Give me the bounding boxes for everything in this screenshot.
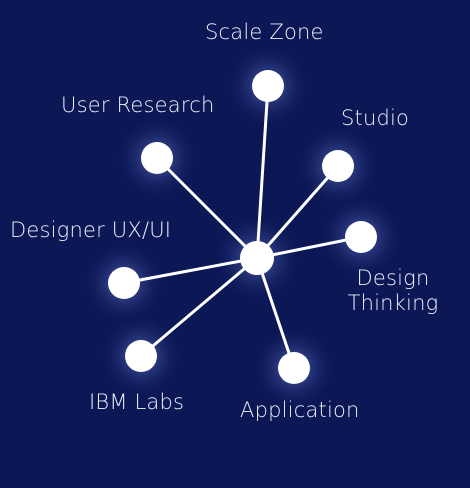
label-application: Application — [240, 398, 360, 422]
label-design-thinking-line2: Thinking — [347, 291, 439, 316]
node-hub — [240, 241, 274, 275]
edge-ibm-labs — [139, 256, 259, 358]
node-studio — [322, 150, 354, 182]
node-design-thinking — [345, 221, 377, 253]
node-scale-zone — [252, 70, 284, 102]
node-user-research — [141, 142, 173, 174]
label-designer-ux-ui: Designer UX/UI — [10, 218, 172, 242]
node-application — [278, 352, 310, 384]
edge-scale-zone — [255, 84, 270, 260]
node-ibm-labs — [125, 340, 157, 372]
edge-designer-ux-ui — [122, 256, 259, 285]
edge-studio — [255, 164, 340, 260]
label-ibm-labs: IBM Labs — [89, 390, 185, 414]
edge-user-research — [155, 156, 259, 260]
label-design-thinking: Design Thinking — [346, 266, 440, 316]
edge-application — [255, 256, 296, 370]
label-scale-zone: Scale Zone — [205, 20, 324, 44]
label-studio: Studio — [341, 106, 410, 130]
label-user-research: User Research — [61, 93, 215, 117]
label-design-thinking-line1: Design — [356, 266, 430, 290]
node-designer-ux-ui — [108, 267, 140, 299]
edge-design-thinking — [255, 235, 363, 260]
